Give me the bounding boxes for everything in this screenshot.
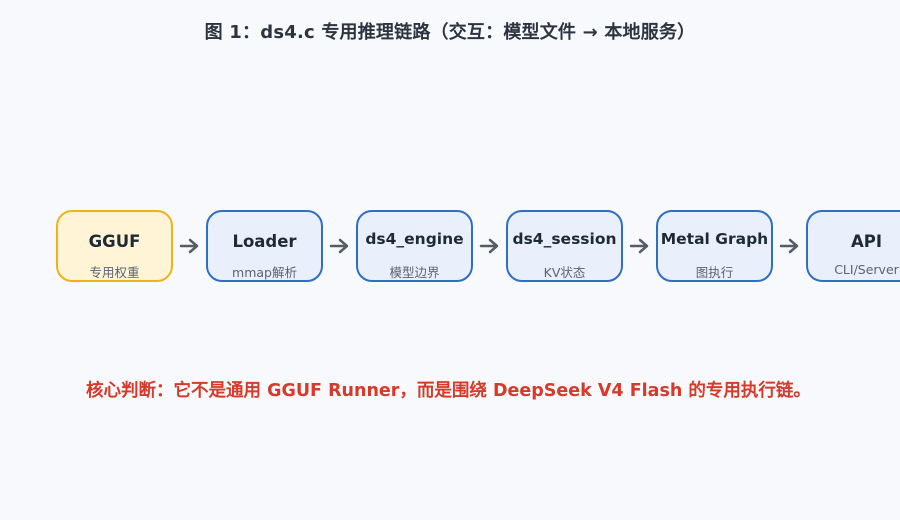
node-ds4-session: ds4_session KV状态 (506, 210, 623, 282)
node-loader-label: Loader (232, 232, 297, 251)
node-metal-graph: Metal Graph 图执行 (656, 210, 773, 282)
node-metal-graph-sub: 图执行 (695, 265, 734, 280)
node-api: API CLI/Server (806, 210, 900, 282)
arrow-icon (329, 238, 349, 254)
node-ds4-engine-sub: 模型边界 (389, 265, 440, 280)
node-metal-graph-label: Metal Graph (660, 230, 769, 248)
node-ds4-engine: ds4_engine 模型边界 (356, 210, 473, 282)
arrow-icon (179, 238, 199, 254)
node-loader: Loader mmap解析 (206, 210, 323, 282)
node-gguf-sub: 专用权重 (89, 265, 140, 280)
node-gguf-label: GGUF (88, 232, 141, 251)
node-ds4-session-label: ds4_session (512, 230, 617, 248)
diagram-title: 图 1：ds4.c 专用推理链路（交互：模型文件 → 本地服务） (204, 22, 696, 43)
node-ds4-session-sub: KV状态 (543, 265, 586, 280)
arrow-icon (629, 238, 649, 254)
node-api-label: API (850, 232, 882, 251)
conclusion-text: 核心判断：它不是通用 GGUF Runner，而是围绕 DeepSeek V4 … (86, 381, 811, 401)
node-gguf: GGUF 专用权重 (56, 210, 173, 282)
arrow-icon (779, 238, 799, 254)
arrow-icon (479, 238, 499, 254)
node-api-sub: CLI/Server (834, 262, 899, 277)
node-loader-sub: mmap解析 (232, 265, 297, 280)
node-ds4-engine-label: ds4_engine (365, 230, 464, 248)
